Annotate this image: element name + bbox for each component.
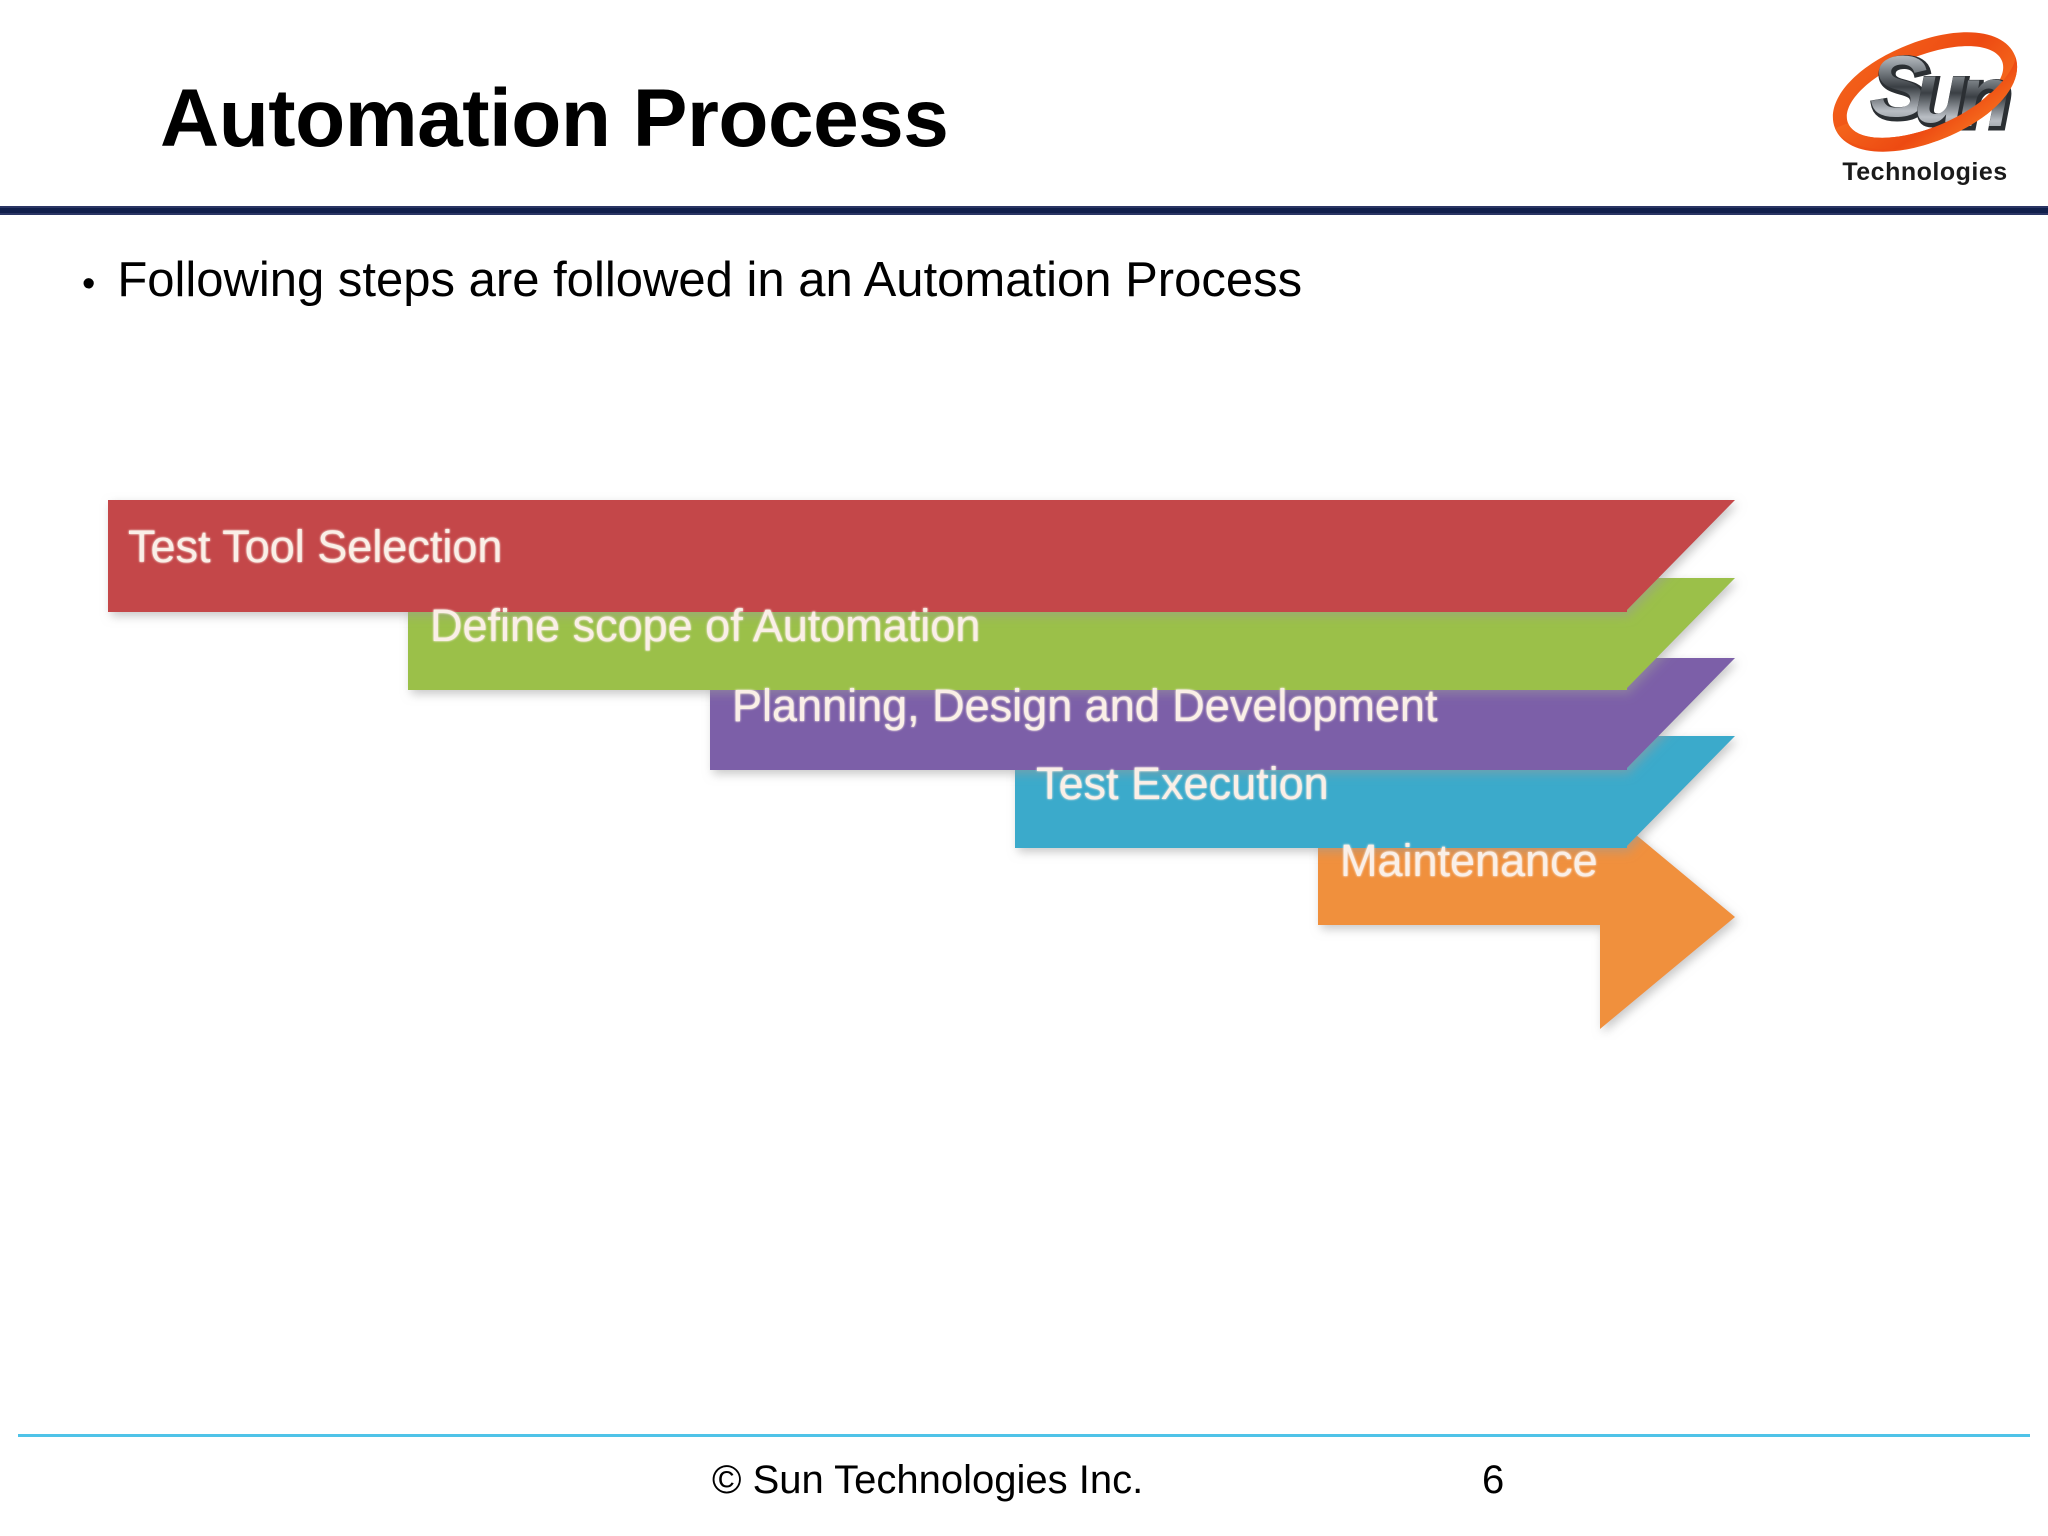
svg-text:S: S	[1870, 39, 1927, 135]
page-title: Automation Process	[160, 73, 949, 164]
slide-footer: © Sun Technologies Inc. 6	[0, 1434, 2048, 1536]
bar-test-tool-selection	[108, 500, 1627, 612]
logo-ring-front	[1835, 55, 2018, 150]
header-divider-rule	[0, 206, 2048, 215]
footer-copyright: © Sun Technologies Inc.	[712, 1458, 1144, 1502]
logo-subtext: Technologies	[1842, 158, 2007, 186]
svg-text:S: S	[1872, 41, 1929, 137]
bullet-list-item: • Following steps are followed in an Aut…	[82, 253, 1303, 308]
slide-header: Automation Process	[0, 0, 2048, 215]
step-label-planning: Planning, Design and Development	[732, 680, 1438, 731]
footer-divider-rule	[18, 1434, 2030, 1437]
bullet-item-text: Following steps are followed in an Autom…	[117, 253, 1303, 307]
bullet-marker-icon: •	[82, 263, 96, 305]
footer-page-number: 6	[1482, 1458, 1505, 1502]
step-label-define-scope: Define scope of Automation	[430, 600, 980, 651]
automation-process-diagram: Test Tool Selection Define scope of Auto…	[0, 420, 2048, 1040]
step-label-maintenance: Maintenance	[1340, 835, 1598, 886]
step-label-test-tool-selection: Test Tool Selection	[128, 521, 502, 572]
arrowhead-maintenance	[1600, 805, 1735, 1029]
sun-technologies-logo: S S u u n n Technologies	[1820, 14, 2030, 196]
process-step-test-tool-selection[interactable]	[108, 500, 1735, 612]
step-label-test-execution: Test Execution	[1036, 758, 1329, 809]
